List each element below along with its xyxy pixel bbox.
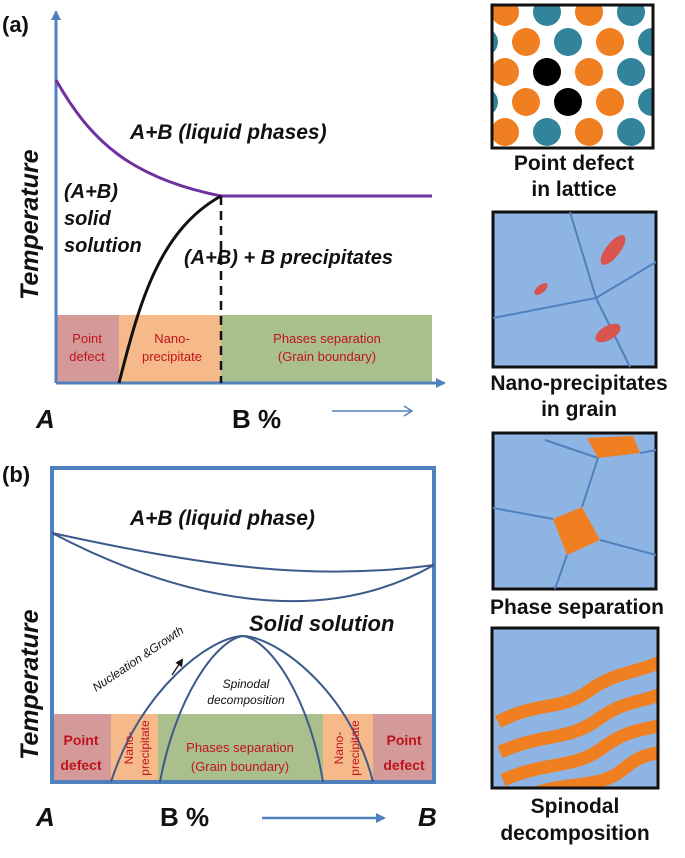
panel-b-label: (b) (2, 462, 30, 487)
band-phase-label-2: (Grain boundary) (278, 349, 376, 364)
precipitate-2 (534, 283, 548, 295)
panel-a: (a) Point defect Nano- precipitate Phase… (2, 10, 446, 434)
lattice-atom (492, 90, 498, 114)
lattice-atom (575, 5, 603, 26)
spinodal-illustration (490, 626, 660, 790)
lattice-atom (617, 118, 645, 146)
solidus-curve-b (51, 532, 435, 603)
band-point-right-label-2: defect (383, 757, 425, 773)
lattice-atom (596, 88, 624, 116)
precipitate-3 (595, 323, 621, 343)
band-point-left-label-1: Point (64, 732, 99, 748)
band-nano-label-2: precipitate (142, 349, 202, 364)
lattice-illustration (490, 3, 655, 150)
spinodal-frame (490, 626, 660, 790)
band-point-defect (56, 315, 119, 383)
liquidus-curve (54, 79, 432, 198)
liquid-phase-label: A+B (liquid phase) (129, 507, 315, 530)
band-phase-b-label-2: (Grain boundary) (191, 759, 289, 774)
lattice-atom (638, 28, 653, 56)
grain-boundary-phase-2 (553, 507, 600, 555)
solid-solution-label-3: solution (64, 235, 142, 257)
liquid-region-label: A+B (liquid phases) (129, 121, 327, 144)
band-nano-left-label-2: precipitate (138, 720, 152, 776)
solid-solution-label-2: solid (64, 208, 111, 230)
panel-a-label: (a) (2, 12, 29, 37)
band-point-defect-right (373, 714, 434, 782)
lattice-atom (596, 28, 624, 56)
panel-b-frame (50, 466, 436, 784)
lattice-atom (617, 58, 645, 86)
lattice-atom (492, 118, 519, 146)
lattice-atom (533, 5, 561, 26)
liquidus-curve-b (51, 532, 435, 573)
panel-b: (b) A+B (liquid phase) Solid solution Nu… (2, 462, 437, 832)
band-point-right-label-1: Point (387, 732, 422, 748)
grain-box (491, 210, 658, 369)
nucleation-arrow (171, 658, 184, 676)
spinodal-curve (159, 634, 324, 783)
spinodal-label-2: decomposition (207, 693, 285, 707)
y-axis-title-b: Temperature (16, 609, 44, 760)
caption-phase-separation: Phase separation (490, 596, 664, 619)
band-point-left-label-2: defect (60, 757, 102, 773)
lattice-atom (533, 118, 561, 146)
vacancy-atom (554, 88, 582, 116)
caption-spinodal-1: Spinodal (531, 795, 620, 818)
band-point-defect-left (52, 714, 111, 782)
nano-precipitate-illustration (491, 210, 658, 369)
band-phase-label-1: Phases separation (273, 331, 381, 346)
x-axis-end-label-b: B (418, 802, 437, 832)
nucleation-growth-label: Nucleation &Growth (90, 623, 187, 694)
vacancy-atom (533, 58, 561, 86)
lattice-atom (492, 30, 498, 54)
solvus-curve (117, 194, 222, 384)
band-nano-right-label-1: Nano- (332, 732, 346, 765)
phase-separation-illustration (491, 431, 658, 591)
lattice-atom (575, 118, 603, 146)
lattice-atom (492, 5, 519, 26)
band-nano-right-label-2: precipitate (348, 720, 362, 776)
precipitate-region-label: (A+B) + B precipitates (184, 247, 393, 269)
band-point-label-1: Point (72, 331, 102, 346)
x-axis-start-label-b: A (35, 802, 55, 832)
lattice-atom (554, 28, 582, 56)
caption-point-defect-2: in lattice (531, 178, 616, 201)
x-axis-mid-label-b: B % (160, 802, 209, 832)
lattice-atom (512, 28, 540, 56)
grain-boundary-phase-1 (587, 436, 640, 458)
caption-spinodal-2: decomposition (500, 822, 649, 845)
caption-nano-1: Nano-precipitates (490, 372, 667, 395)
lattice-frame (490, 3, 655, 150)
band-point-label-2: defect (69, 349, 105, 364)
band-nano-precipitate (119, 315, 221, 383)
caption-point-defect-1: Point defect (514, 152, 634, 175)
lattice-atom (638, 88, 653, 116)
precipitate-1 (600, 235, 626, 265)
band-phase-b-label-1: Phases separation (186, 740, 294, 755)
lattice-atoms (492, 5, 653, 146)
lattice-atom (512, 88, 540, 116)
caption-nano-2: in grain (541, 398, 617, 421)
lattice-atom (617, 5, 645, 26)
solid-solution-label-1: (A+B) (64, 181, 118, 203)
band-nano-label-1: Nano- (154, 331, 189, 346)
band-nano-left (111, 714, 158, 782)
x-axis-end-label: B % (232, 404, 281, 434)
band-phase-separation-b (158, 714, 323, 782)
band-nano-right (323, 714, 373, 782)
y-axis-title: Temperature (16, 149, 44, 300)
solid-solution-label-b: Solid solution (249, 611, 394, 636)
spinodal-label-1: Spinodal (223, 677, 270, 691)
lattice-atom (492, 58, 519, 86)
band-nano-left-label-1: Nano- (122, 732, 136, 765)
spinodal-bands (494, 656, 658, 788)
band-phase-separation (221, 315, 432, 383)
lattice-atom (575, 58, 603, 86)
x-axis-start-label: A (35, 404, 55, 434)
